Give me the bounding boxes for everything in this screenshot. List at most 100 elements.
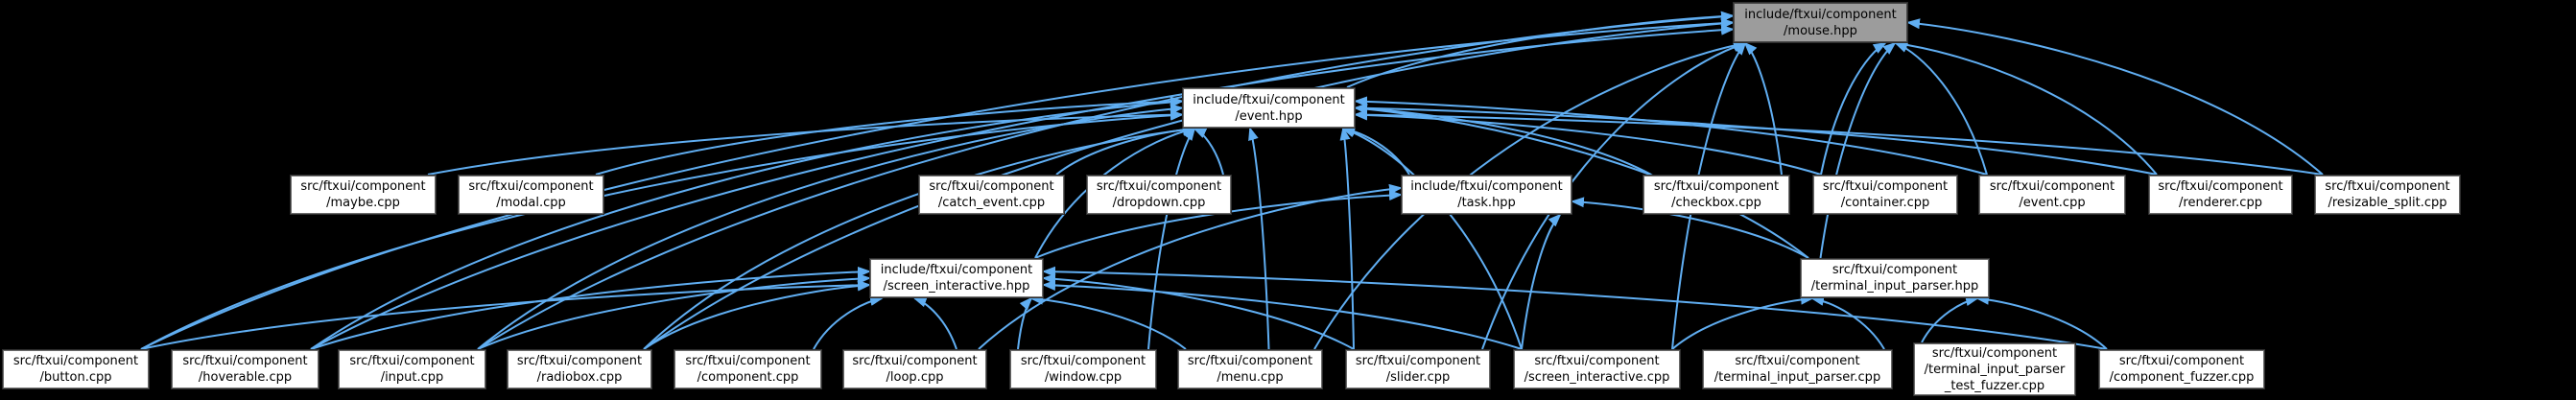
- graph-node-maybe-cpp[interactable]: src/ftxui/component/maybe.cpp: [290, 175, 437, 215]
- include-edge-screen_interactive_cpp-to-task_hpp: [1521, 213, 1562, 350]
- include-edge-checkbox_cpp-to-mouse_hpp: [1743, 41, 1783, 176]
- graph-node-label-line: include/ftxui/component: [1410, 179, 1563, 194]
- graph-node-input-cpp[interactable]: src/ftxui/component/input.cpp: [338, 349, 486, 389]
- graph-node-dropdown-cpp[interactable]: src/ftxui/component/dropdown.cpp: [1086, 175, 1232, 215]
- include-edge-component_cpp-to-screen_interactive_hpp: [813, 295, 884, 350]
- include-edge-window_cpp-to-screen_interactive_hpp: [1017, 296, 1033, 350]
- include-edge-maybe_cpp-to-event_hpp: [427, 109, 1184, 176]
- graph-node-label-line: /radiobox.cpp: [536, 370, 623, 385]
- graph-node-label-line: /window.cpp: [1044, 370, 1123, 385]
- graph-node-label-line: /catch_event.cpp: [937, 196, 1046, 210]
- graph-node-label-line: src/ftxui/component: [300, 179, 426, 194]
- include-edge-hoverable_cpp-to-screen_interactive_hpp: [310, 266, 871, 350]
- include-edge-slider_cpp-to-mouse_hpp: [1481, 41, 1747, 350]
- include-edge-window_cpp-to-event_hpp: [1147, 127, 1196, 350]
- graph-node-renderer-cpp[interactable]: src/ftxui/component/renderer.cpp: [2148, 175, 2293, 215]
- graph-node-label-line: src/ftxui/component: [1989, 179, 2115, 194]
- graph-node-label-line: src/ftxui/component: [2325, 179, 2450, 194]
- graph-node-tip-test-fuzzer-cpp[interactable]: src/ftxui/component/terminal_input_parse…: [1913, 342, 2076, 396]
- include-edge-resizable_split_cpp-to-event_hpp: [1354, 109, 2324, 176]
- include-edge-tip_test_fuzzer_cpp-to-terminal_input_parser_hpp: [1921, 295, 1979, 343]
- graph-node-label-line: /modal.cpp: [496, 196, 566, 210]
- graph-node-label-line: /task.hpp: [1457, 196, 1516, 210]
- graph-node-label-line: /hoverable.cpp: [198, 370, 293, 385]
- include-edges: [140, 11, 2324, 350]
- include-edge-terminal_input_parser_hpp-to-task_hpp: [1571, 197, 1809, 259]
- graph-node-label-line: /mouse.hpp: [1784, 23, 1857, 38]
- include-edge-event_cpp-to-event_hpp: [1354, 96, 1988, 176]
- include-edge-slider_cpp-to-event_hpp: [1339, 127, 1355, 350]
- include-edge-terminal_input_parser_cpp-to-terminal_input_parser_hpp: [1810, 294, 1885, 350]
- graph-node-modal-cpp[interactable]: src/ftxui/component/modal.cpp: [458, 175, 604, 215]
- graph-node-mouse-hpp[interactable]: include/ftxui/component/mouse.hpp: [1733, 2, 1908, 43]
- graph-node-label-line: /renderer.cpp: [2179, 196, 2262, 210]
- include-edge-screen_interactive_cpp-to-screen_interactive_hpp: [1042, 279, 1523, 350]
- include-edge-loop_cpp-to-screen_interactive_hpp: [912, 296, 957, 350]
- include-edge-container_cpp-to-event_hpp: [1354, 109, 1822, 176]
- graph-node-label-line: src/ftxui/component: [2158, 179, 2283, 194]
- include-edge-screen_interactive_hpp-to-task_hpp: [1034, 190, 1403, 259]
- graph-node-label-line: /checkbox.cpp: [1671, 196, 1761, 210]
- graph-node-label-line: src/ftxui/component: [1020, 354, 1146, 368]
- graph-node-label-line: src/ftxui/component: [1096, 179, 1222, 194]
- graph-node-slider-cpp[interactable]: src/ftxui/component/slider.cpp: [1345, 349, 1491, 389]
- graph-node-event-cpp[interactable]: src/ftxui/component/event.cpp: [1978, 175, 2126, 215]
- graph-node-loop-cpp[interactable]: src/ftxui/component/loop.cpp: [842, 349, 987, 389]
- graph-node-window-cpp[interactable]: src/ftxui/component/window.cpp: [1009, 349, 1157, 389]
- include-edge-renderer_cpp-to-mouse_hpp: [1894, 39, 2158, 176]
- graph-node-label-line: src/ftxui/component: [1832, 263, 1958, 277]
- graph-node-event-hpp[interactable]: include/ftxui/component/event.hpp: [1182, 87, 1356, 129]
- graph-node-hoverable-cpp[interactable]: src/ftxui/component/hoverable.cpp: [171, 349, 319, 389]
- graph-node-container-cpp[interactable]: src/ftxui/component/container.cpp: [1812, 175, 1958, 215]
- graph-node-label-line: /event.cpp: [2019, 196, 2086, 210]
- graph-node-catch-event-cpp[interactable]: src/ftxui/component/catch_event.cpp: [918, 175, 1065, 215]
- graph-node-label-line: src/ftxui/component: [468, 179, 594, 194]
- graph-node-label-line: /terminal_input_parser: [1924, 362, 2066, 377]
- graph-node-label-line: src/ftxui/component: [2118, 354, 2245, 368]
- graph-node-label-line: src/ftxui/component: [12, 354, 139, 368]
- graph-node-label-line: /component.cpp: [697, 370, 799, 385]
- include-edge-container_cpp-to-mouse_hpp: [1820, 41, 1887, 176]
- include-edge-checkbox_cpp-to-event_hpp: [1354, 103, 1652, 176]
- graph-node-label-line: src/ftxui/component: [1187, 354, 1313, 368]
- graph-node-resizable-split-cpp[interactable]: src/ftxui/component/resizable_split.cpp: [2314, 175, 2461, 215]
- include-edge-component_fuzzer_cpp-to-terminal_input_parser_hpp: [1975, 294, 2108, 350]
- graph-node-terminal-input-parser-hpp[interactable]: src/ftxui/component/terminal_input_parse…: [1800, 258, 1990, 298]
- graph-node-label-line: /resizable_split.cpp: [2328, 196, 2447, 210]
- graph-node-label-line: /terminal_input_parser.cpp: [1713, 370, 1881, 385]
- graph-node-label-line: /button.cpp: [39, 370, 112, 385]
- graph-node-label-line: src/ftxui/component: [1355, 354, 1481, 368]
- graph-node-label-line: src/ftxui/component: [1931, 345, 2058, 361]
- graph-node-screen-interactive-hpp[interactable]: include/ftxui/component/screen_interacti…: [869, 258, 1044, 298]
- include-edge-radiobox_cpp-to-event_hpp: [643, 124, 1196, 350]
- graph-node-label-line: src/ftxui/component: [929, 179, 1054, 194]
- graph-node-label-line: /input.cpp: [380, 370, 444, 385]
- graph-node-task-hpp[interactable]: include/ftxui/component/task.hpp: [1401, 175, 1572, 215]
- graph-node-label-line: /menu.cpp: [1217, 370, 1284, 385]
- graph-node-label-line: /slider.cpp: [1385, 370, 1451, 385]
- include-edge-screen_interactive_hpp-to-event_hpp: [1034, 126, 1196, 259]
- graph-node-terminal-input-parser-cpp[interactable]: src/ftxui/component/terminal_input_parse…: [1702, 349, 1893, 389]
- graph-node-label-line: include/ftxui/component: [1193, 92, 1345, 107]
- graph-node-screen-interactive-cpp[interactable]: src/ftxui/component/screen_interactive.c…: [1513, 349, 1681, 389]
- include-edge-loop_cpp-to-task_hpp: [978, 183, 1403, 350]
- graph-node-menu-cpp[interactable]: src/ftxui/component/menu.cpp: [1177, 349, 1323, 389]
- graph-node-label-line: include/ftxui/component: [880, 263, 1033, 277]
- include-edge-button_cpp-to-screen_interactive_hpp: [140, 279, 871, 350]
- graph-node-label-line: src/ftxui/component: [852, 354, 978, 368]
- include-edge-menu_cpp-to-screen_interactive_hpp: [1029, 294, 1187, 350]
- graph-node-component-fuzzer-cpp[interactable]: src/ftxui/component/component_fuzzer.cpp: [2098, 349, 2265, 389]
- graph-node-button-cpp[interactable]: src/ftxui/component/button.cpp: [2, 349, 150, 389]
- graph-node-label-line: /dropdown.cpp: [1112, 196, 1206, 210]
- graph-node-label-line: src/ftxui/component: [685, 354, 811, 368]
- include-edge-radiobox_cpp-to-mouse_hpp: [643, 18, 1735, 350]
- graph-node-label-line: /event.hpp: [1235, 108, 1303, 124]
- graph-node-label-line: /terminal_input_parser.hpp: [1810, 279, 1979, 294]
- graph-node-label-line: _test_fuzzer.cpp: [1944, 378, 2045, 393]
- graph-node-label-line: /container.cpp: [1840, 196, 1930, 210]
- graph-node-radiobox-cpp[interactable]: src/ftxui/component/radiobox.cpp: [507, 349, 652, 389]
- graph-node-component-cpp[interactable]: src/ftxui/component/component.cpp: [674, 349, 822, 389]
- graph-node-checkbox-cpp[interactable]: src/ftxui/component/checkbox.cpp: [1642, 175, 1790, 215]
